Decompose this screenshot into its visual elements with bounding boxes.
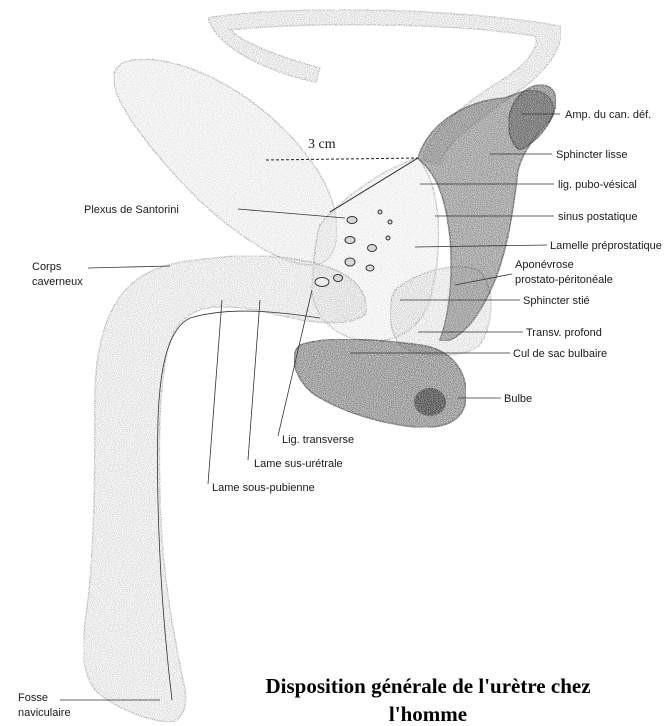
label-corps-caverneux-1: Corps	[32, 261, 62, 273]
label-sinus-postatique: sinus postatique	[558, 211, 638, 223]
label-aponevrose-2: prostato-péritonéale	[515, 274, 613, 286]
measurement-label: 3 cm	[308, 137, 336, 152]
label-lamelle-preprostatique: Lamelle préprostatique	[550, 240, 662, 252]
bulb-dark-core	[414, 388, 446, 416]
label-corps-caverneux-2: caverneux	[32, 276, 83, 288]
label-fosse-1: Fosse	[18, 692, 48, 704]
label-amp-can-def: Amp. du can. déf.	[565, 109, 651, 121]
bulb	[294, 339, 466, 427]
label-plexus-santorini: Plexus de Santorini	[84, 204, 179, 216]
label-lame-sus-uretrale: Lame sus-urétrale	[254, 458, 343, 470]
label-fosse-2: naviculaire	[18, 707, 71, 719]
figure-title-line-2: l'homme	[389, 702, 467, 726]
label-cul-de-sac: Cul de sac bulbaire	[513, 348, 607, 360]
pubic-symphysis	[114, 59, 337, 265]
label-sphincter-strie: Sphincter stié	[523, 295, 590, 307]
label-lame-sous-pubienne: Lame sous-pubienne	[212, 482, 315, 494]
label-transv-profond: Transv. profond	[526, 327, 602, 339]
figure-title-line-1: Disposition générale de l'urètre chez	[265, 674, 590, 698]
label-lig-pubo-vesical: lig. pubo-vésical	[558, 179, 637, 191]
label-sphincter-lisse: Sphincter lisse	[556, 149, 628, 161]
label-aponevrose-1: Aponévrose	[515, 259, 574, 271]
label-lig-transverse: Lig. transverse	[282, 434, 354, 446]
label-bulbe: Bulbe	[504, 393, 532, 405]
transverse-ligament-section	[315, 278, 329, 287]
